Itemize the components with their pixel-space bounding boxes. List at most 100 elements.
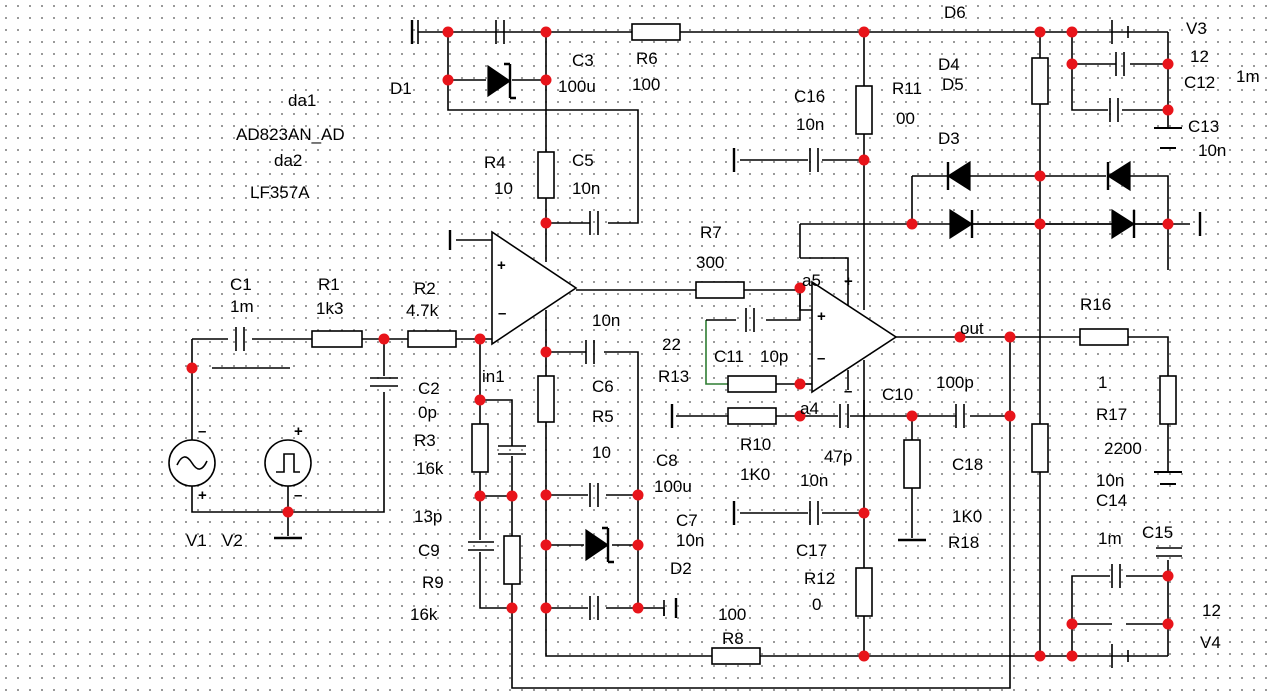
- label-r4: R4: [484, 153, 506, 172]
- component-labels: da1 AD823AN_AD da2 LF357A D1 C3 100u R6 …: [186, 3, 1260, 652]
- svg-text:–: –: [498, 305, 506, 322]
- value-r11: 00: [896, 109, 915, 128]
- label-a4: a4: [800, 399, 819, 418]
- label-a5: a5: [802, 271, 821, 290]
- label-in1: in1: [482, 367, 505, 386]
- value-c1: 1m: [230, 297, 254, 316]
- svg-text:+: +: [198, 487, 207, 504]
- value-r8: 100: [718, 605, 746, 624]
- label-out: out: [960, 319, 984, 338]
- label-c5: C5: [572, 151, 594, 170]
- resistors: [311, 23, 1177, 665]
- label-d6: D6: [944, 3, 966, 22]
- label-c9: C9: [418, 541, 440, 560]
- source-v1: – +: [168, 423, 216, 504]
- label-r5: R5: [592, 407, 614, 426]
- label-c2: C2: [418, 379, 440, 398]
- label-d1: D1: [390, 79, 412, 98]
- label-c6: C6: [592, 377, 614, 396]
- value-r3: 16k: [416, 459, 444, 478]
- wires: [191, 20, 1190, 689]
- label-r18: R18: [948, 533, 979, 552]
- label-c8: C8: [656, 451, 678, 470]
- value-c2: 0p: [418, 403, 437, 422]
- value-c14: 10n: [1096, 471, 1124, 490]
- svg-text:+: +: [497, 257, 506, 274]
- label-c1: C1: [230, 275, 252, 294]
- label-v2: V2: [222, 531, 243, 550]
- value-c11: 10p: [760, 347, 788, 366]
- value-c11-num: 22: [662, 335, 681, 354]
- label-r7: R7: [700, 223, 722, 242]
- value-r1: 1k3: [316, 299, 343, 318]
- value-c13: 10n: [1198, 141, 1226, 160]
- label-r10: R10: [740, 435, 771, 454]
- label-da1: da1: [288, 91, 316, 110]
- label-c11: C11: [714, 347, 744, 366]
- value-r2: 4.7k: [406, 301, 439, 320]
- svg-text:+: +: [294, 423, 303, 440]
- opamp-da1: + –: [456, 230, 578, 346]
- value-c15: 1m: [1098, 529, 1122, 548]
- svg-text:–: –: [198, 423, 206, 440]
- label-v1: V1: [186, 531, 207, 550]
- label-da2-model: LF357A: [250, 183, 310, 202]
- label-r9: R9: [422, 573, 444, 592]
- label-v3: V3: [1186, 19, 1207, 38]
- value-v4: 12: [1202, 601, 1221, 620]
- label-c10: C10: [882, 385, 913, 404]
- junction-nodes: [186, 26, 1174, 662]
- value-c16: 10n: [796, 115, 824, 134]
- svg-text:–: –: [844, 383, 852, 400]
- value-c12: 1m: [1236, 67, 1260, 86]
- label-d2: D2: [670, 559, 692, 578]
- label-d3: D3: [938, 129, 960, 148]
- value-r4: 10: [494, 179, 513, 198]
- svg-text:–: –: [817, 350, 825, 367]
- value-c9: 13p: [414, 507, 442, 526]
- diodes: [487, 62, 1136, 564]
- label-r11: R11: [892, 79, 922, 98]
- label-d4: D4: [938, 55, 960, 74]
- label-r12: R12: [804, 569, 835, 588]
- value-c3: 100u: [558, 77, 596, 96]
- value-c17: 10n: [800, 471, 828, 490]
- value-c10: 100p: [936, 373, 974, 392]
- opamp-da2: + – + –: [800, 257, 898, 400]
- label-c18: C18: [952, 455, 983, 474]
- label-v4: V4: [1200, 633, 1221, 652]
- label-c15: C15: [1142, 523, 1173, 542]
- value-c5: 10n: [572, 179, 600, 198]
- label-c17: C17: [796, 541, 827, 560]
- label-c16: C16: [794, 87, 825, 106]
- value-c7: 10n: [676, 531, 704, 550]
- svg-text:–: –: [294, 487, 302, 504]
- label-r8: R8: [722, 629, 744, 648]
- value-c6: 10n: [592, 311, 620, 330]
- value-r18: 1K0: [952, 507, 982, 526]
- value-c18: 47p: [824, 447, 852, 466]
- svg-text:+: +: [817, 308, 826, 325]
- label-r6: R6: [636, 49, 658, 68]
- value-v3: 12: [1190, 47, 1209, 66]
- label-c13: C13: [1188, 117, 1219, 136]
- label-c3: C3: [572, 51, 594, 70]
- label-c14: C14: [1096, 491, 1127, 510]
- label-d5: D5: [942, 75, 964, 94]
- label-da1-model: AD823AN_AD: [236, 125, 345, 144]
- label-c12: C12: [1184, 73, 1215, 92]
- capacitors: [235, 20, 1182, 668]
- value-r12: 0: [812, 595, 821, 614]
- value-r7: 300: [696, 253, 724, 272]
- value-r17: 2200: [1104, 439, 1142, 458]
- value-r16: 1: [1098, 373, 1107, 392]
- value-c8: 100u: [654, 477, 692, 496]
- label-r3: R3: [414, 431, 436, 450]
- value-r5: 10: [592, 443, 611, 462]
- grounds: [274, 20, 1202, 618]
- source-v2: + –: [264, 423, 312, 504]
- label-r13: R13: [658, 367, 689, 386]
- label-r2: R2: [414, 279, 436, 298]
- label-r1: R1: [318, 275, 340, 294]
